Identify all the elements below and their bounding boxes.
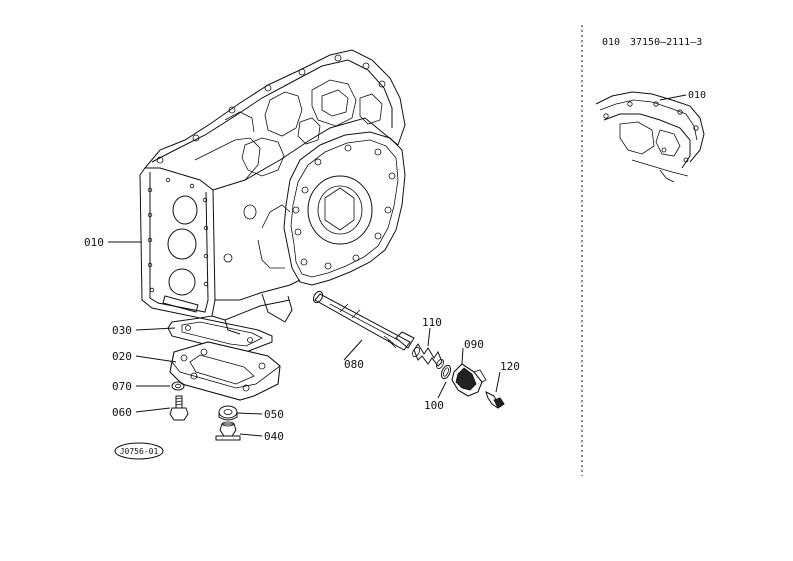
callout-010: 010	[84, 236, 104, 249]
callout-040: 040	[264, 430, 284, 443]
inset-detail: 010	[595, 90, 706, 183]
callout-labels: 010 030 020 070 060 050 040 080 110 090 …	[84, 236, 520, 443]
spring-110	[412, 343, 444, 370]
shaft-080	[312, 290, 415, 351]
callout-020: 020	[112, 350, 132, 363]
gasket-030	[167, 317, 273, 353]
callout-060: 060	[112, 406, 132, 419]
callout-100: 100	[424, 399, 444, 412]
callout-070: 070	[112, 380, 132, 393]
figure-id: J0756-01	[120, 447, 159, 456]
nut-050	[218, 405, 238, 421]
o-ring-100	[440, 364, 452, 380]
inset-callout-010: 010	[688, 90, 706, 101]
bolt-120	[485, 391, 505, 409]
plug-040	[215, 421, 241, 441]
figure-id-stamp: J0756-01	[114, 442, 164, 460]
callout-080: 080	[344, 358, 364, 371]
callout-110: 110	[422, 316, 442, 329]
part-header: 010 37150—2111—3	[602, 37, 702, 48]
callout-090: 090	[464, 338, 484, 351]
callout-050: 050	[264, 408, 284, 421]
cap-090	[451, 363, 487, 397]
cover-020	[169, 341, 281, 401]
header-part-number: 37150—2111—3	[630, 37, 702, 48]
header-ref-code: 010	[602, 37, 620, 48]
bolt-060	[169, 395, 189, 421]
callout-030: 030	[112, 324, 132, 337]
washer-070	[171, 381, 185, 391]
leader-lines	[108, 241, 501, 437]
transmission-case	[139, 49, 406, 335]
callout-120: 120	[500, 360, 520, 373]
